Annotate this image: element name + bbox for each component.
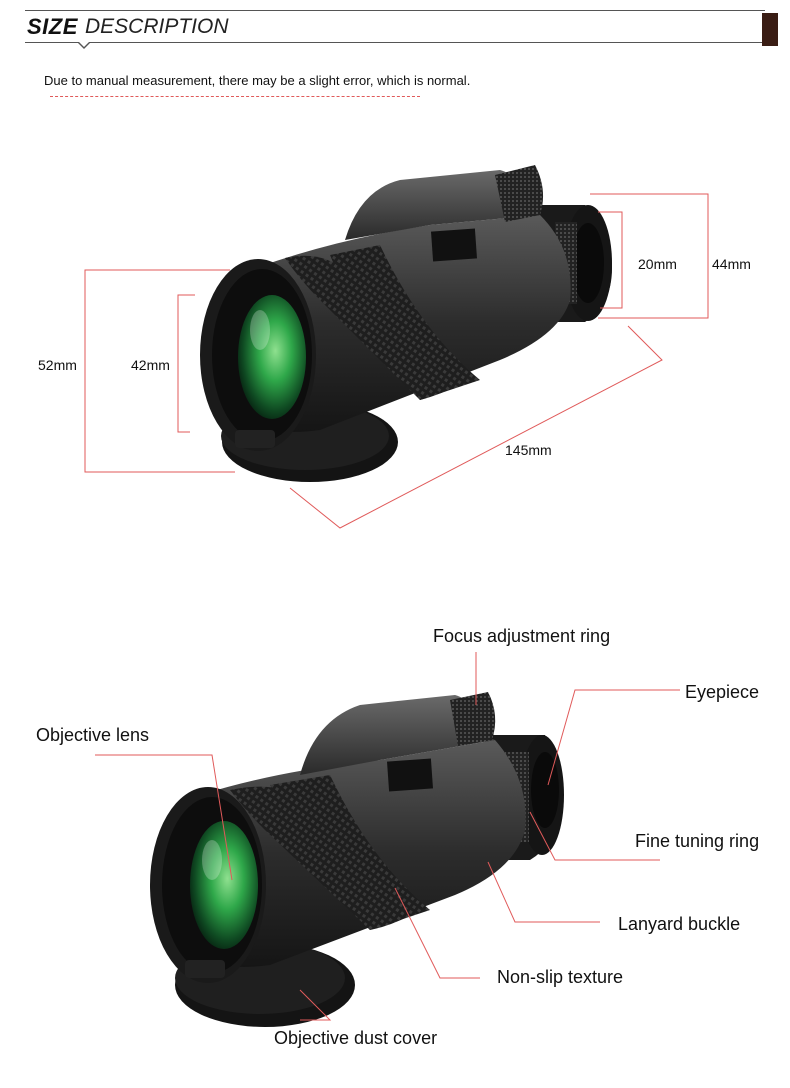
section-header: SIZE DESCRIPTION: [25, 8, 780, 49]
callout-eyepiece: [547, 689, 680, 786]
label-eyepiece: Eyepiece: [685, 682, 760, 702]
label-44mm: 44mm: [712, 256, 751, 272]
label-texture: Non-slip texture: [497, 967, 624, 987]
callout-objective-lens: [95, 754, 233, 881]
measurement-notice: Due to manual measurement, there may be …: [44, 73, 471, 88]
label-objective-lens: Objective lens: [36, 725, 150, 745]
callout-dust-cover: [299, 989, 332, 1021]
header-title-bold: SIZE: [27, 14, 78, 39]
header-title-light: DESCRIPTION: [85, 15, 229, 38]
callout-texture: [394, 887, 480, 979]
label-dust-cover: Objective dust cover: [274, 1028, 438, 1048]
header-top-rule: [25, 10, 765, 11]
dim-line-44mm: [590, 193, 709, 319]
dim-line-145mm: [289, 325, 663, 529]
dim-line-52mm: [84, 269, 235, 473]
callout-lines: [95, 652, 680, 1021]
dim-line-42mm: [177, 294, 195, 433]
label-145mm: 145mm: [505, 442, 552, 458]
label-focus-ring: Focus adjustment ring: [433, 626, 611, 646]
label-20mm: 20mm: [638, 256, 677, 272]
dimension-lines: [84, 193, 709, 529]
monocular-top: [200, 165, 612, 482]
monocular-bottom: [150, 692, 564, 1027]
header-accent-block: [762, 13, 778, 46]
notice-underline: [50, 96, 420, 97]
label-52mm: 52mm: [38, 357, 77, 373]
dim-line-20mm: [598, 211, 623, 309]
callout-fine-tuning: [529, 811, 660, 861]
label-fine-tuning: Fine tuning ring: [635, 831, 760, 851]
label-42mm: 42mm: [131, 357, 170, 373]
header-bottom-rule: [25, 42, 765, 43]
callout-lanyard: [487, 861, 600, 923]
label-lanyard: Lanyard buckle: [618, 914, 741, 934]
